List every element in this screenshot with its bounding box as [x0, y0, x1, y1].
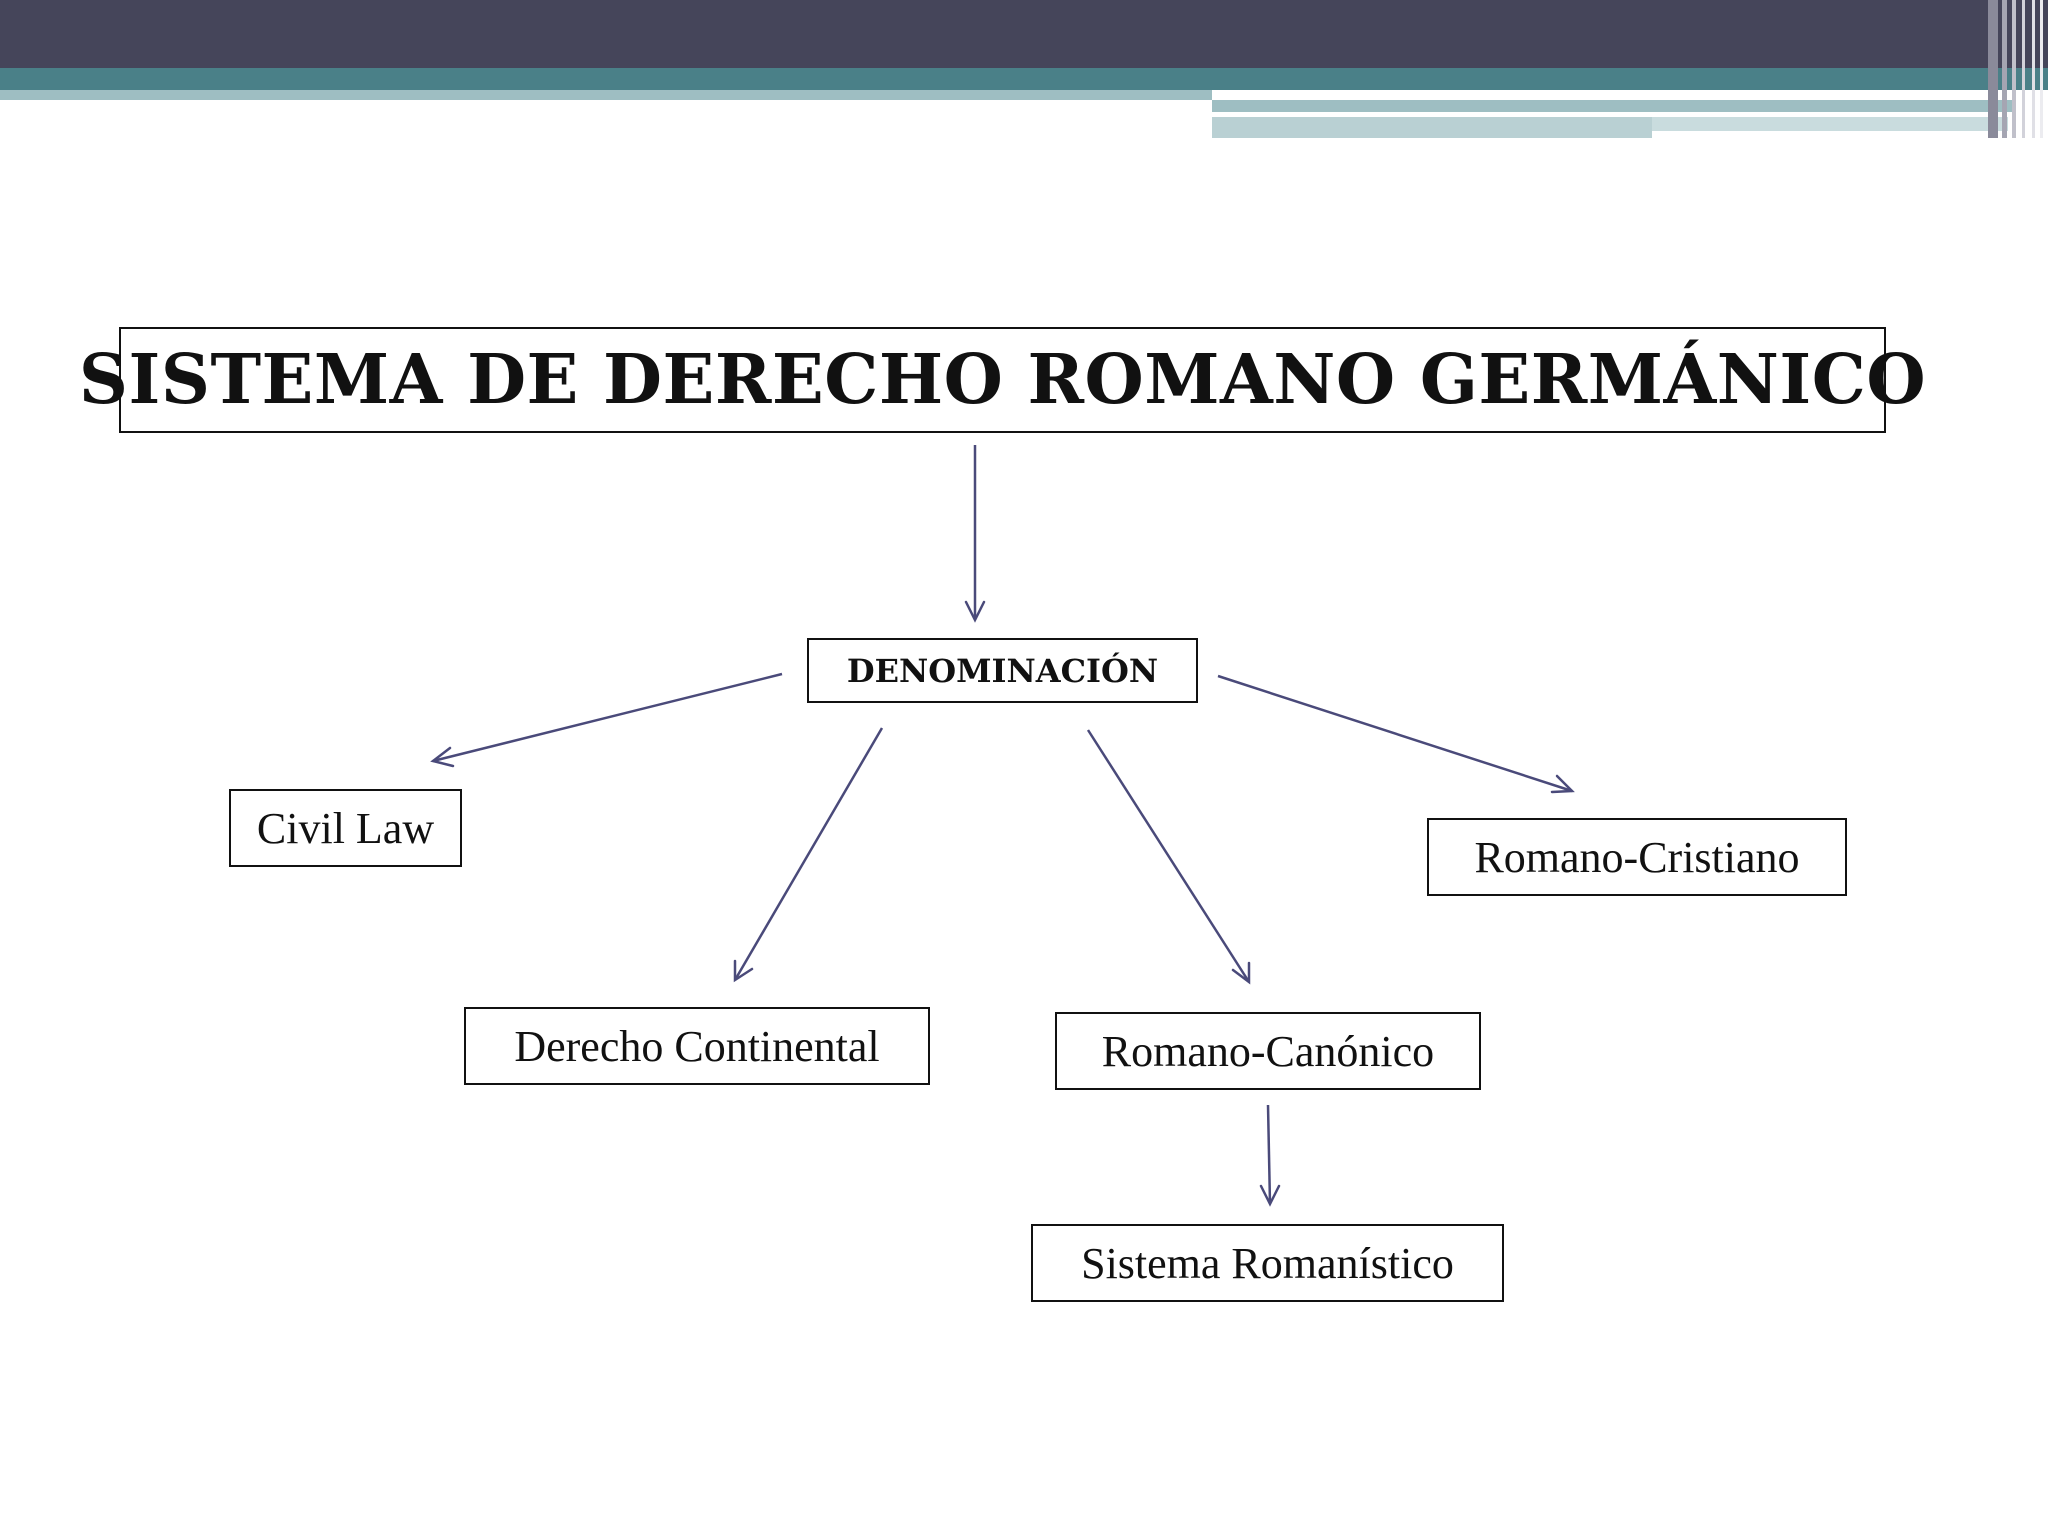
romano-cristiano-text: Romano-Cristiano — [1474, 832, 1800, 882]
header-white-stripe — [1212, 112, 1896, 117]
arrow-denominacion-to-derecho-continental — [733, 727, 884, 981]
romano-cristiano-box: Romano-Cristiano — [1427, 818, 1847, 896]
civil-law-box: Civil Law — [229, 789, 462, 867]
header-light-bar-lower — [1212, 117, 1652, 138]
header-dark-bar — [0, 0, 2048, 68]
romano-canonico-box: Romano-Canónico — [1055, 1012, 1481, 1090]
arrow-denominacion-to-romano-cristiano-head — [1550, 774, 1575, 794]
edge-stripe-5 — [2032, 0, 2035, 138]
edge-stripe-6 — [2040, 0, 2043, 138]
arrow-denominacion-to-derecho-continental-head — [733, 959, 754, 983]
arrow-denominacion-to-civil-law — [432, 672, 783, 763]
edge-stripe-3 — [2012, 0, 2016, 138]
sistema-romanistico-box: Sistema Romanístico — [1031, 1224, 1504, 1302]
derecho-continental-text: Derecho Continental — [514, 1021, 880, 1071]
arrow-title-to-denominacion-head — [964, 600, 986, 623]
denominacion-box: DENOMINACIÓN — [807, 638, 1198, 703]
title-box: SISTEMA DE DERECHO ROMANO GERMÁNICO — [79, 327, 1926, 433]
arrow-romano-canonico-to-sistema-romanistico — [1266, 1104, 1272, 1205]
edge-stripe-2 — [2002, 0, 2007, 138]
header-light-bar-lower-right — [1652, 117, 2008, 131]
romano-canonico-text: Romano-Canónico — [1101, 1026, 1435, 1076]
derecho-continental-box: Derecho Continental — [464, 1007, 930, 1085]
sistema-romanistico-text: Sistema Romanístico — [1081, 1238, 1454, 1288]
arrow-denominacion-to-romano-cristiano — [1217, 674, 1573, 793]
arrow-denominacion-to-romano-canonico — [1086, 729, 1251, 983]
arrow-denominacion-to-romano-canonico-head — [1231, 961, 1251, 985]
edge-stripe-4 — [2022, 0, 2025, 138]
civil-law-text: Civil Law — [256, 803, 435, 853]
edge-stripe-1 — [1988, 0, 1998, 138]
title-text: SISTEMA DE DERECHO ROMANO GERMÁNICO — [78, 340, 1927, 420]
arrow-denominacion-to-civil-law-head — [430, 746, 455, 768]
arrow-romano-canonico-to-sistema-romanistico-head — [1259, 1184, 1281, 1207]
header-light-bar-left — [0, 90, 1212, 100]
header-teal-bar — [0, 68, 2048, 90]
header-light-bar-right — [1212, 100, 2012, 112]
denominacion-text: DENOMINACIÓN — [846, 651, 1159, 690]
